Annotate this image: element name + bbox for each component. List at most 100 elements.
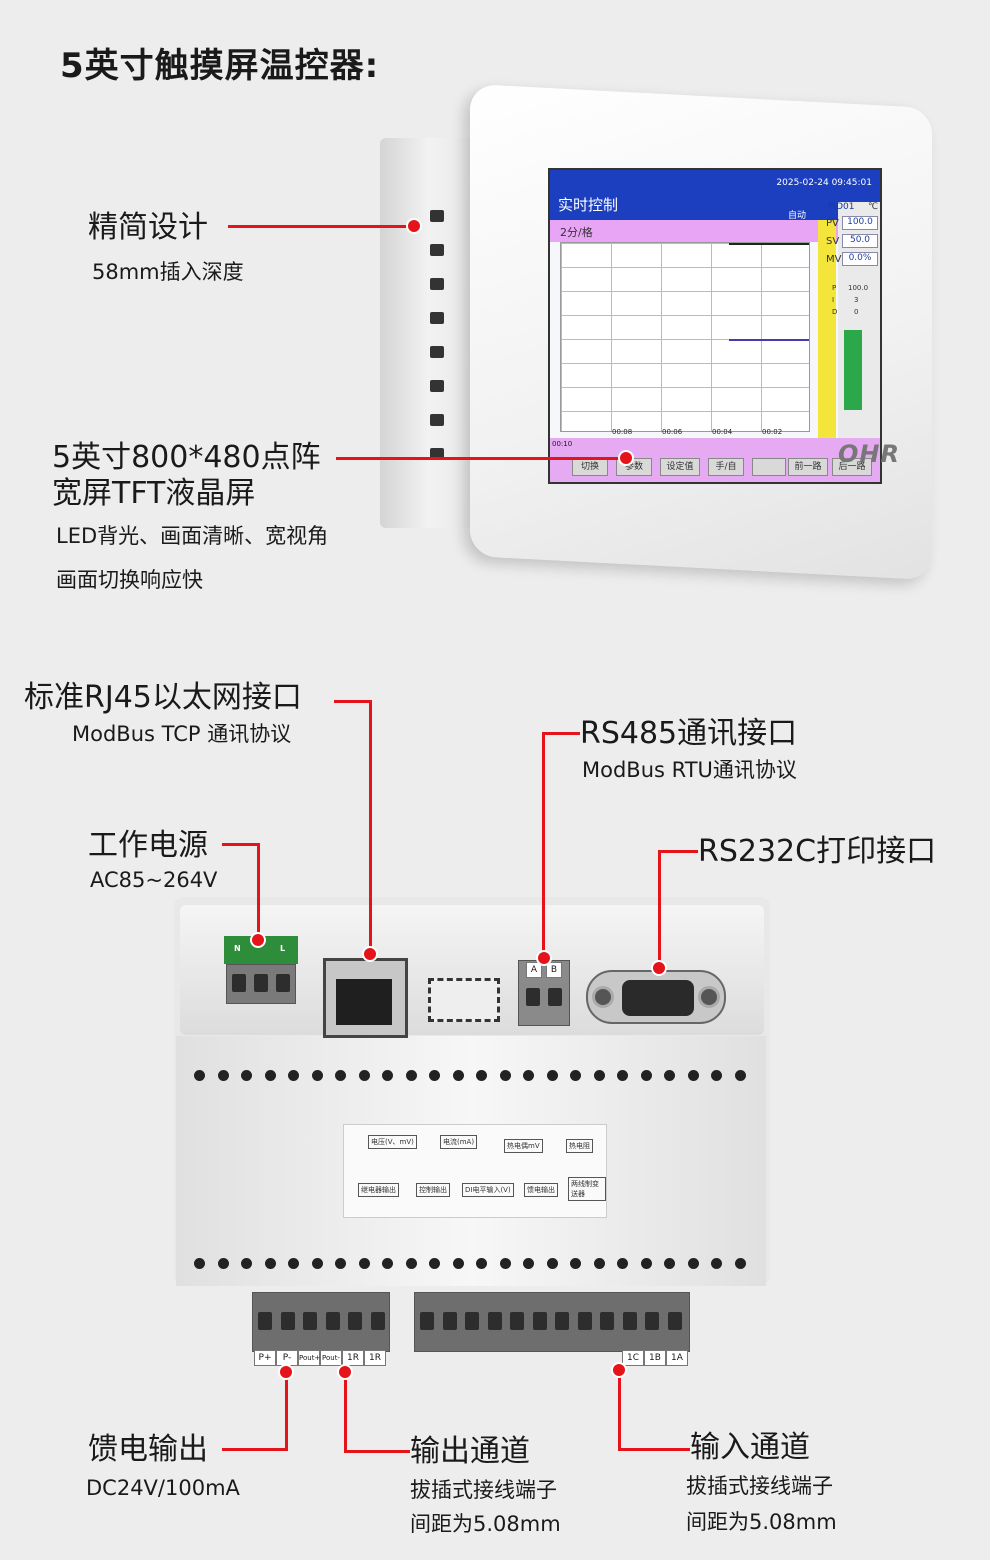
terminal-screw (442, 1312, 457, 1330)
callout-rj45-label: 标准RJ45以太网接口 (24, 680, 302, 715)
vent-hole (476, 1070, 487, 1081)
i-value: 3 (854, 296, 859, 304)
callout-screen-sub-1: LED背光、画面清晰、宽视角 (56, 524, 329, 548)
rs485-term-a: A (526, 962, 542, 978)
usb-port[interactable] (428, 978, 500, 1022)
p-value: 100.0 (848, 284, 869, 292)
screen-datetime: 2025-02-24 09:45:01 (776, 178, 872, 188)
vent-hole (194, 1258, 205, 1269)
callout-line (222, 843, 260, 846)
p-label: P (832, 284, 837, 292)
time-tick: 00:06 (662, 428, 683, 436)
vent-hole (499, 1258, 511, 1269)
diagram-feed: 馈电输出 (524, 1183, 558, 1197)
vent-hole (288, 1258, 299, 1269)
prev-channel-button[interactable]: 前一路 (788, 458, 828, 476)
vent-hole (687, 1258, 699, 1269)
vent-hole (311, 1070, 323, 1081)
callout-line (658, 850, 698, 853)
sv-value[interactable]: 50.0 (842, 234, 878, 248)
diagram-di: DI电平输入(V) (462, 1183, 514, 1197)
terminal-screw (303, 1312, 317, 1330)
blank-button[interactable] (752, 458, 786, 476)
terminal-screw (276, 974, 290, 992)
callout-feed-sub: DC24V/100mA (86, 1476, 240, 1500)
vent-hole (664, 1258, 675, 1269)
vent-hole (640, 1258, 652, 1269)
callout-output-sub-1: 拔插式接线端子 (410, 1478, 557, 1502)
callout-line (618, 1448, 690, 1451)
manual-auto-button[interactable]: 手/自 (708, 458, 744, 476)
callout-screen-sub-2: 画面切换响应快 (56, 568, 203, 592)
diagram-voltage: 电压(V、mV) (368, 1135, 417, 1149)
callout-output-sub-2: 间距为5.08mm (410, 1512, 561, 1536)
vent-slot (430, 346, 444, 358)
vent-hole (476, 1258, 487, 1269)
callout-rs485-sub: ModBus RTU通讯协议 (582, 758, 797, 782)
diagram-control-out: 控制输出 (416, 1183, 450, 1197)
vent-hole (546, 1070, 558, 1081)
terminal-screw (532, 1312, 547, 1330)
in-term-1a: 1A (666, 1350, 688, 1366)
mv-label: MV (826, 254, 842, 265)
vent-hole (311, 1258, 323, 1269)
callout-line (222, 1448, 288, 1451)
vent-hole (382, 1070, 393, 1081)
vent-hole (382, 1258, 393, 1269)
db9-port[interactable] (586, 970, 726, 1024)
vent-hole (593, 1070, 605, 1081)
vent-hole (429, 1070, 440, 1081)
out-term-1r: 1R (364, 1350, 386, 1366)
callout-input-sub-2: 间距为5.08mm (686, 1510, 837, 1534)
rs485-term-b: B (546, 962, 562, 978)
callout-line (369, 700, 372, 954)
vent-hole (687, 1070, 699, 1081)
diagram-current: 电流(mA) (440, 1135, 478, 1149)
terminal-screw (526, 988, 540, 1006)
y-axis-scale (818, 220, 836, 460)
callout-dot (618, 450, 634, 466)
vent-slot (430, 210, 444, 222)
terminal-screw (622, 1312, 637, 1330)
terminal-screw (258, 1312, 272, 1330)
out-term-1r: 1R (342, 1350, 364, 1366)
mv-value: 0.0% (842, 252, 878, 266)
terminal-screw (370, 1312, 385, 1330)
vent-hole (288, 1070, 299, 1081)
device-screen[interactable]: 实时控制 2025-02-24 09:45:01 2分/格 自动 PID01 ℃… (548, 168, 882, 484)
callout-dot (250, 932, 266, 948)
output-terminal-block[interactable] (252, 1292, 390, 1352)
d-label: D (832, 308, 838, 316)
vent-slot (430, 312, 444, 324)
screen-header: 实时控制 2025-02-24 09:45:01 (550, 170, 880, 220)
callout-power-label: 工作电源 (88, 828, 208, 863)
terminal-screw (487, 1312, 502, 1330)
d-value: 0 (854, 308, 859, 316)
terminal-screw (232, 974, 246, 992)
vent-hole (734, 1258, 746, 1269)
next-channel-button[interactable]: 后一路 (832, 458, 872, 476)
pv-value: 100.0 (842, 216, 878, 230)
out-term-pout-minus: Pout- (320, 1350, 342, 1366)
callout-dot (536, 950, 552, 966)
time-tick: 00:10 (552, 440, 573, 448)
setpoint-button[interactable]: 设定值 (660, 458, 700, 476)
sv-label: SV (826, 236, 840, 247)
out-term-pout-plus: Pout+ (298, 1350, 320, 1366)
diagram-rtd: 热电阻 (566, 1139, 593, 1153)
callout-dot (611, 1362, 627, 1378)
terminal-screw (420, 1312, 434, 1330)
switch-button[interactable]: 切换 (572, 458, 608, 476)
vent-slot (430, 278, 444, 290)
callout-input-sub-1: 拔插式接线端子 (686, 1474, 833, 1498)
callout-power-sub: AC85~264V (90, 868, 218, 892)
rj45-port[interactable] (323, 958, 408, 1038)
vent-hole (264, 1070, 276, 1081)
time-tick: 00:08 (612, 428, 633, 436)
vent-hole (335, 1258, 346, 1269)
callout-line (658, 850, 661, 966)
vent-hole (264, 1258, 276, 1269)
input-terminal-block[interactable] (414, 1292, 690, 1352)
callout-slim-label: 精简设计 (88, 210, 208, 245)
callout-rs485-label: RS485通讯接口 (580, 716, 798, 751)
